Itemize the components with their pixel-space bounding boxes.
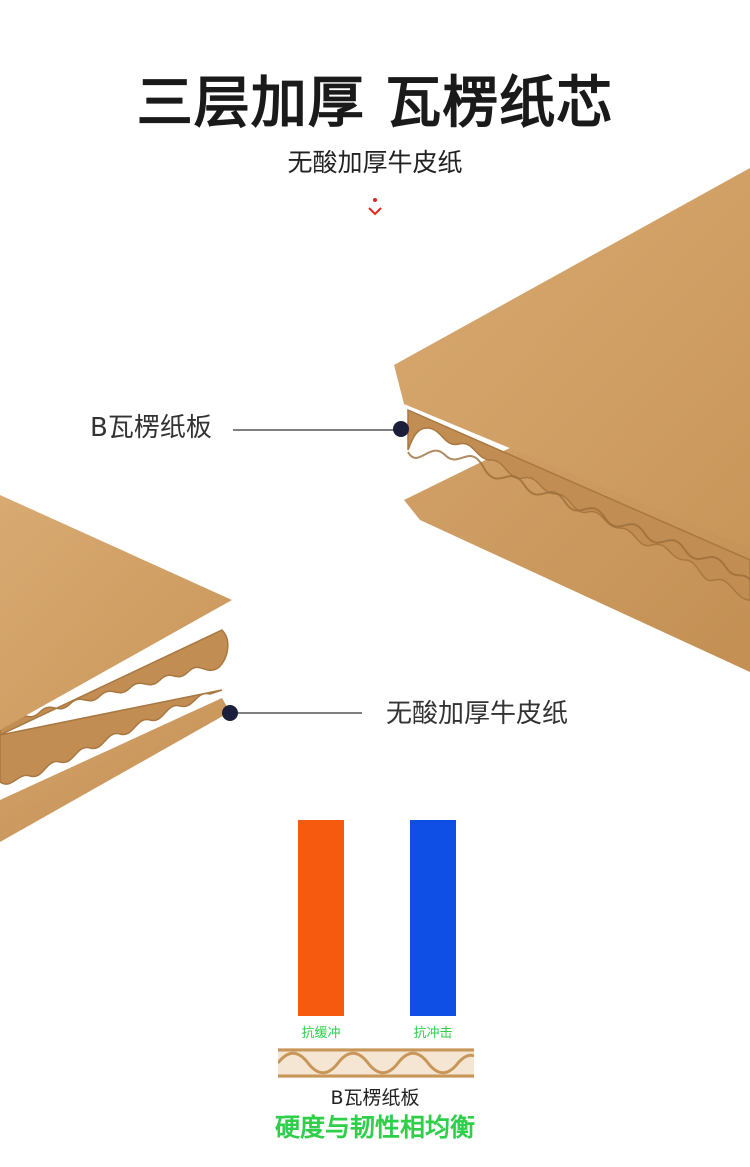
right-board-flute [407, 408, 750, 601]
left-board-bottom-sheet [0, 698, 230, 842]
chevron-down-icon [368, 198, 382, 216]
corrugated-cross-section-icon [278, 1048, 474, 1078]
cushion-label: 抗缓冲 [301, 1026, 341, 1041]
cushion-bar [298, 820, 344, 1016]
left-board-top-sheet [0, 495, 232, 730]
impact-label: 抗冲击 [413, 1026, 453, 1041]
cross-section-label: B瓦楞纸板 [330, 1087, 420, 1109]
corrugated-board-label: B瓦楞纸板 [90, 413, 212, 443]
page-title: 三层加厚 瓦楞纸芯 [136, 71, 614, 136]
balance-tagline: 硬度与韧性相均衡 [274, 1113, 475, 1142]
impact-bar [410, 820, 456, 1016]
callout-dot-kraft [222, 705, 238, 721]
right-board-top-sheet [394, 168, 750, 548]
kraft-paper-label: 无酸加厚牛皮纸 [386, 699, 569, 729]
page-subtitle: 无酸加厚牛皮纸 [287, 148, 463, 177]
callout-dot-corrugated [393, 421, 409, 437]
